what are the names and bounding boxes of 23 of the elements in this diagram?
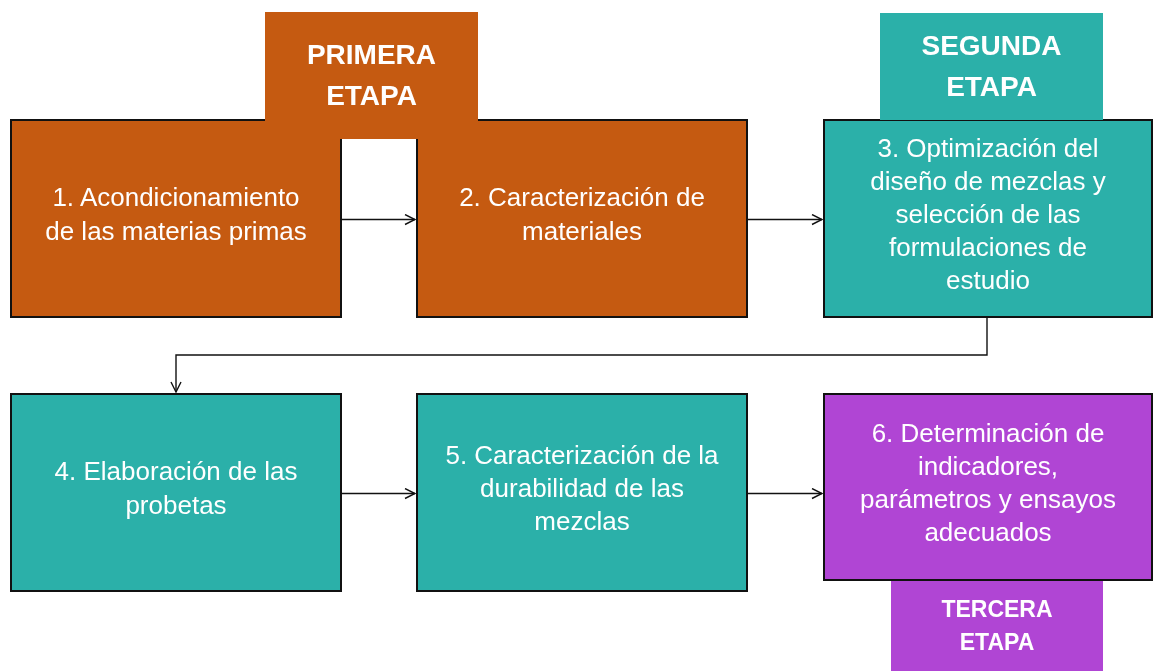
process-box [10, 119, 342, 318]
process-text: 4. Elaboración de las probetas [53, 455, 299, 522]
arrow [170, 317, 988, 393]
process-text: 2. Caracterización de materiales [458, 181, 706, 248]
process-text: 6. Determinación de indicadores, parámetros y ensayos adecuados [859, 416, 1117, 549]
stage-tab [891, 581, 1103, 671]
process-box [416, 393, 748, 592]
process-box [10, 393, 342, 592]
process-text: 5. Caracterización de la durabilidad de las mezclas [444, 438, 720, 538]
arrow [747, 487, 823, 500]
arrow [341, 487, 416, 500]
arrow [341, 213, 416, 226]
stage-title: PRIMERA ETAPA [305, 37, 438, 113]
process-box [823, 119, 1153, 318]
process-text: 3. Optimización del diseño de mezclas y selección de las formulaciones de estudio [869, 131, 1107, 297]
process-text: 1. Acondicionamiento de las materias primas [45, 181, 307, 248]
stage-tab [265, 12, 478, 139]
stage-title: TERCERA ETAPA [940, 594, 1054, 657]
stage-tab [880, 13, 1103, 120]
process-box [823, 393, 1153, 581]
stage-title: SEGUNDA ETAPA [920, 28, 1063, 104]
process-box [416, 119, 748, 318]
arrow [747, 213, 823, 226]
